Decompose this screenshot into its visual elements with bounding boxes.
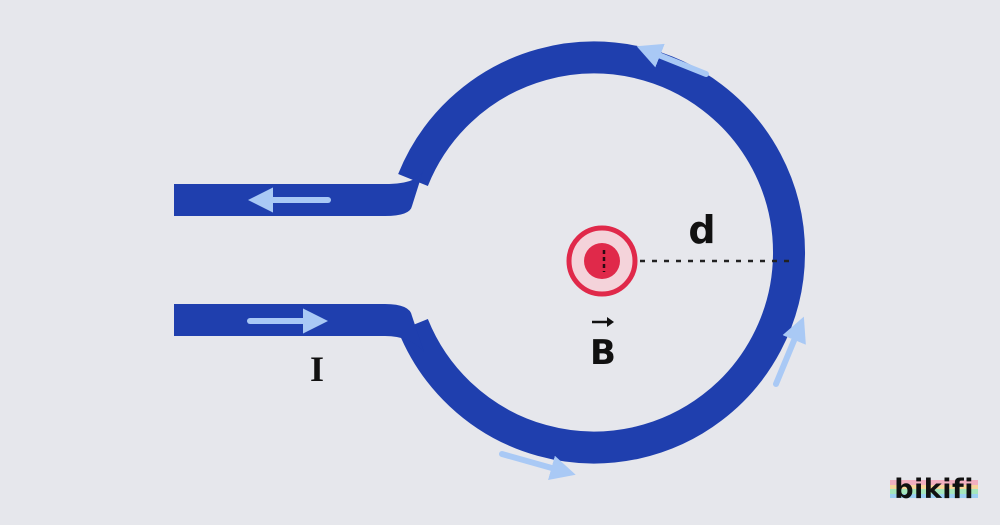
arrow-loop-right (773, 316, 806, 387)
current-arrows (247, 43, 806, 481)
arrow-loop-top (636, 43, 709, 77)
wire-top-lead (174, 168, 424, 216)
arrow-loop-bottom (499, 451, 576, 481)
current-label: I (310, 349, 324, 389)
brand-logo: bikifi (890, 474, 978, 505)
brand-name: bikifi (894, 474, 974, 505)
wire-bottom-lead (174, 304, 424, 352)
wire-loop (398, 41, 805, 464)
distance-label: d (688, 208, 715, 252)
vector-arrow-icon (592, 317, 614, 327)
dot-out-of-page-icon (566, 225, 638, 297)
logo-stripes (890, 480, 978, 498)
field-label: B (590, 333, 616, 373)
